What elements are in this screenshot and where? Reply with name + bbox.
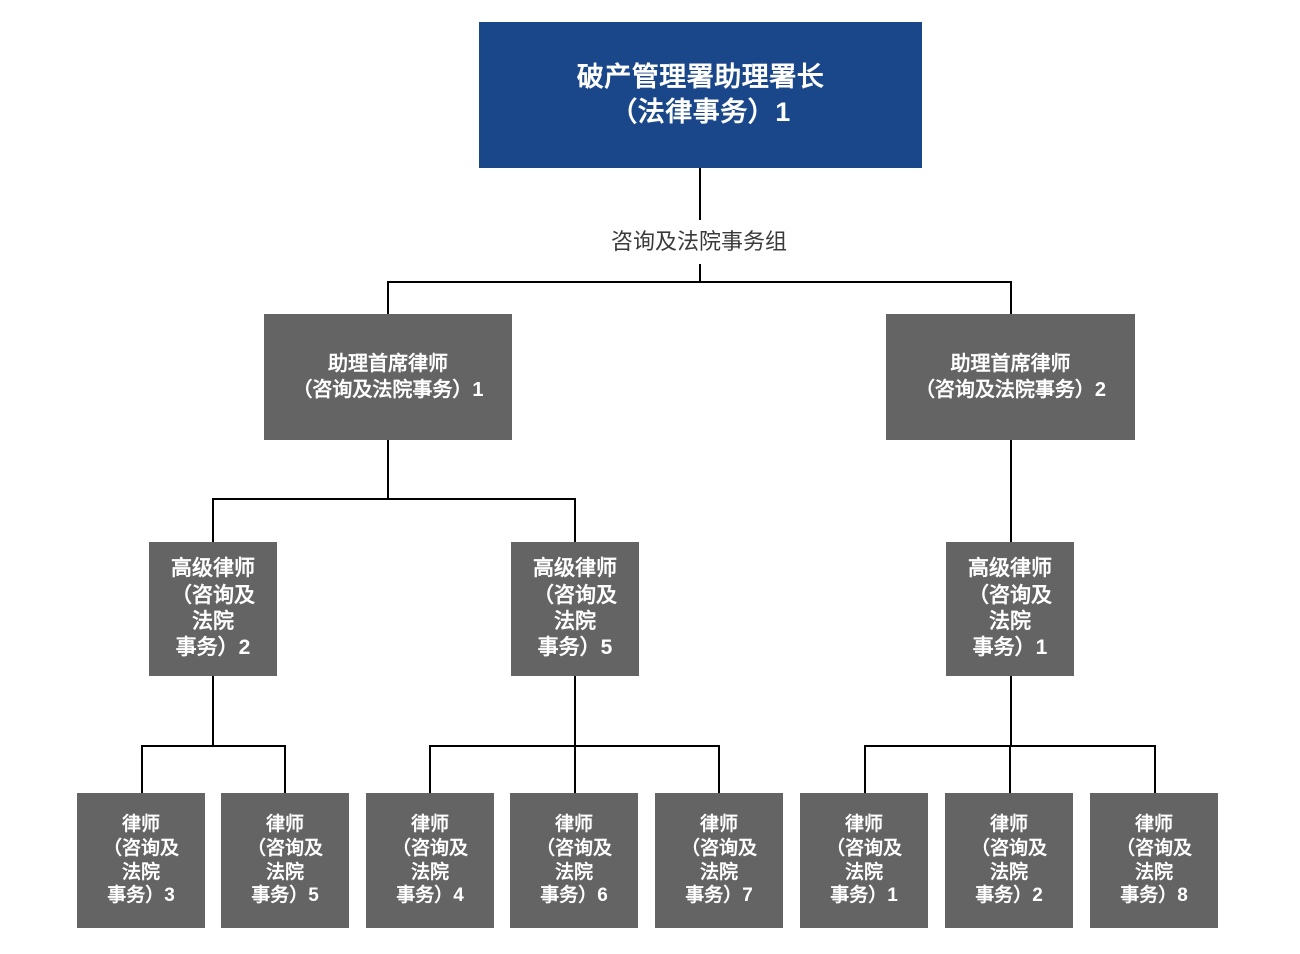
- node-solicitor-3[interactable]: 律师 （咨询及 法院 事务）4: [366, 793, 494, 928]
- connector-l2b-down: [1010, 440, 1012, 542]
- node-senior-solicitor-3[interactable]: 高级律师 （咨询及 法院 事务）1: [946, 542, 1074, 676]
- connector-level2-drop-2: [1010, 281, 1012, 314]
- node-solicitor-1[interactable]: 律师 （咨询及 法院 事务）3: [77, 793, 205, 928]
- connector-l3-bus-left: [212, 498, 575, 500]
- connector-level2-drop-1: [387, 281, 389, 314]
- connector-l3-drop-2: [574, 498, 576, 542]
- connector-l3c-down: [1010, 676, 1012, 746]
- node-solicitor-2[interactable]: 律师 （咨询及 法院 事务）5: [221, 793, 349, 928]
- connector-l4-drop-4: [574, 745, 576, 793]
- connector-l4-drop-6: [864, 745, 866, 793]
- node-solicitor-4[interactable]: 律师 （咨询及 法院 事务）6: [510, 793, 638, 928]
- connector-root-down: [699, 168, 701, 220]
- connector-l4-drop-3: [429, 745, 431, 793]
- connector-l3a-down: [212, 676, 214, 746]
- node-assistant-principal-solicitor-1[interactable]: 助理首席律师 （咨询及法院事务）1: [264, 314, 512, 440]
- connector-l4-bus-a: [141, 745, 284, 747]
- connector-l4-drop-7: [1009, 745, 1011, 793]
- connector-l3-drop-1: [212, 498, 214, 542]
- node-senior-solicitor-2[interactable]: 高级律师 （咨询及 法院 事务）5: [511, 542, 639, 676]
- connector-l3b-down: [574, 676, 576, 746]
- connector-l4-drop-5: [718, 745, 720, 793]
- connector-l4-drop-2: [284, 745, 286, 793]
- connector-l2a-down: [387, 440, 389, 499]
- group-label-advisory-court: 咨询及法院事务组: [610, 229, 787, 254]
- node-assistant-principal-solicitor-2[interactable]: 助理首席律师 （咨询及法院事务）2: [886, 314, 1135, 440]
- node-solicitor-6[interactable]: 律师 （咨询及 法院 事务）1: [800, 793, 928, 928]
- node-assistant-official-receiver-legal[interactable]: 破产管理署助理署长 （法律事务）1: [479, 22, 922, 168]
- connector-grouplabel-down: [699, 264, 701, 282]
- connector-l4-drop-8: [1154, 745, 1156, 793]
- node-solicitor-7[interactable]: 律师 （咨询及 法院 事务）2: [945, 793, 1073, 928]
- node-solicitor-8[interactable]: 律师 （咨询及 法院 事务）8: [1090, 793, 1218, 928]
- node-senior-solicitor-1[interactable]: 高级律师 （咨询及 法院 事务）2: [149, 542, 277, 676]
- connector-level2-bus: [387, 281, 1012, 283]
- node-solicitor-5[interactable]: 律师 （咨询及 法院 事务）7: [655, 793, 783, 928]
- connector-l4-drop-1: [141, 745, 143, 793]
